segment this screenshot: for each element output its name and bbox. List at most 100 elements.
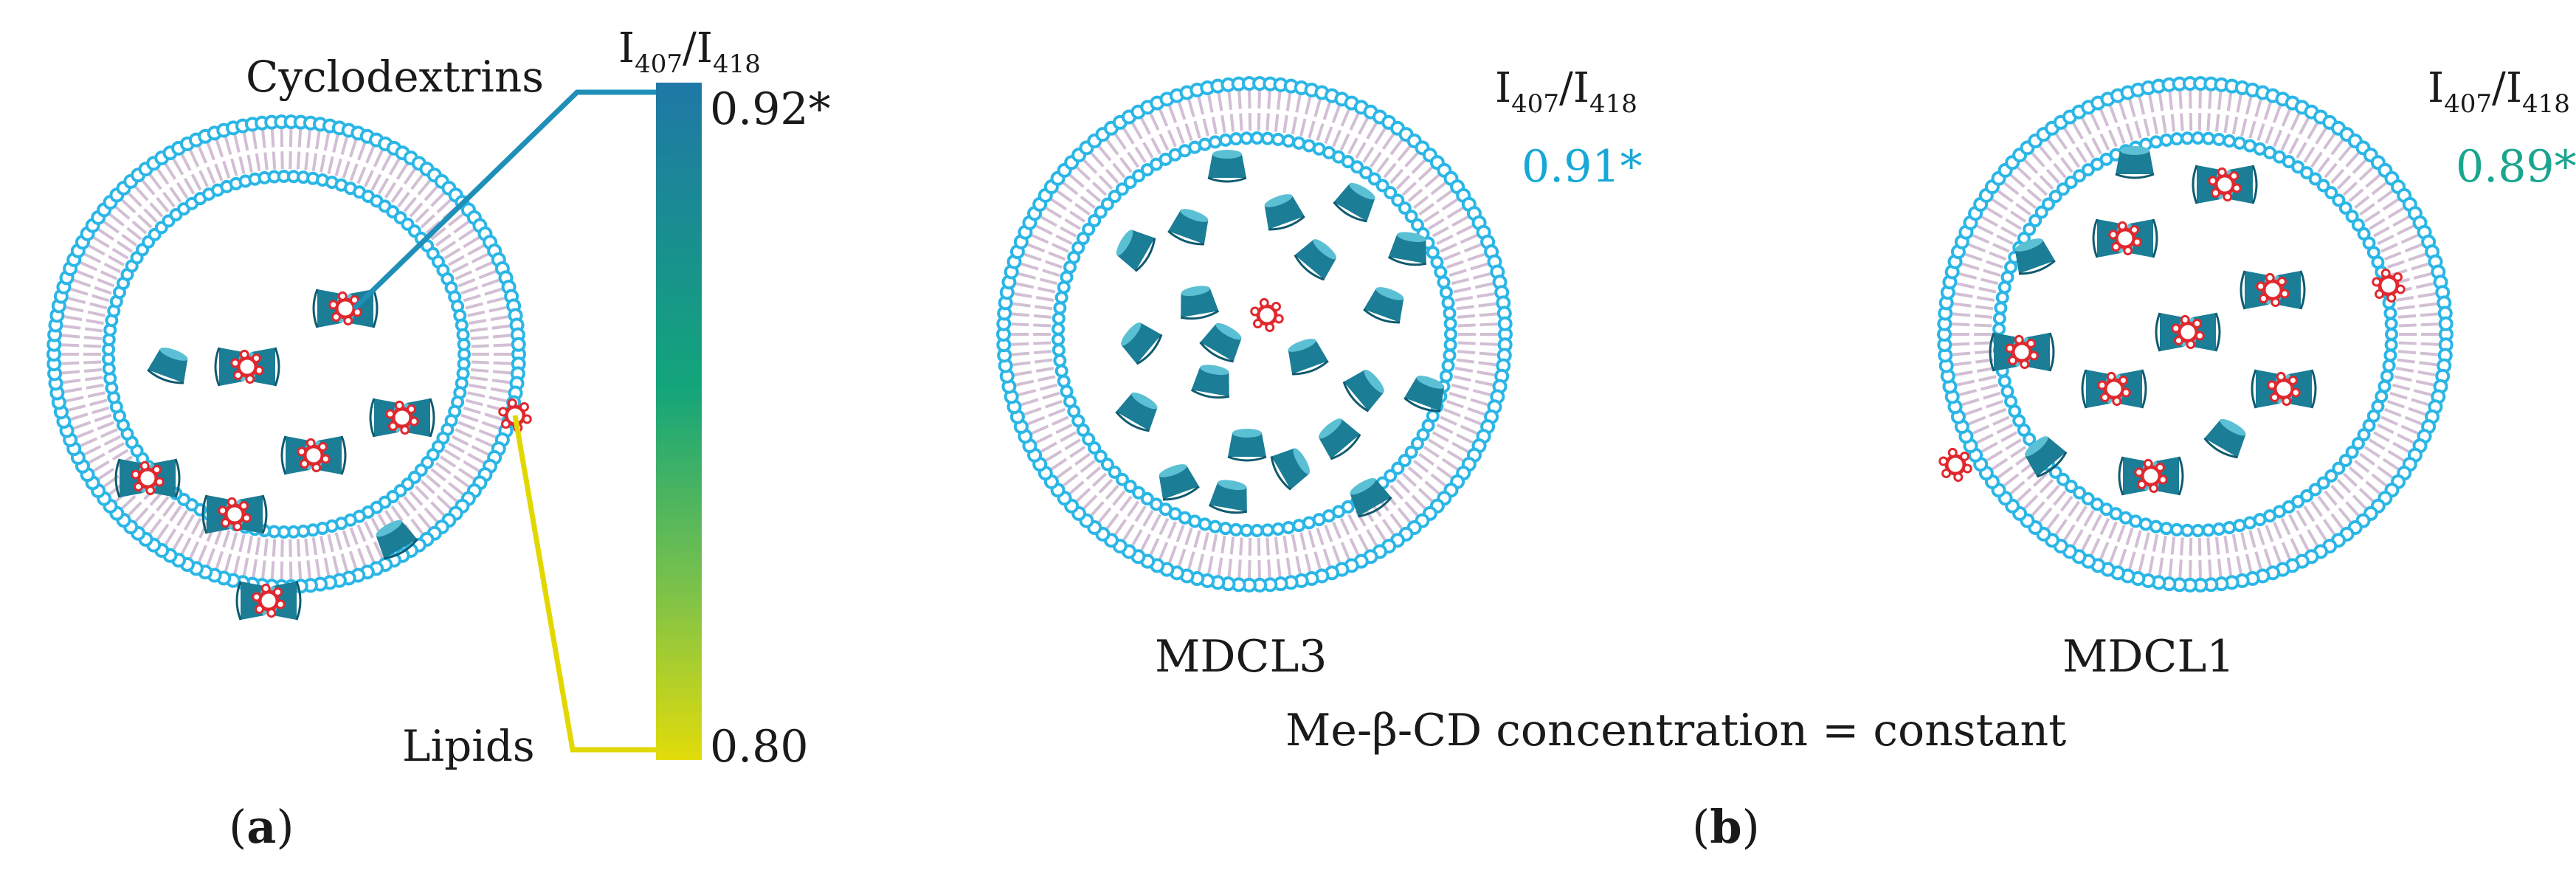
lipid-tail: [1432, 431, 1449, 443]
lipid-head: [2170, 522, 2184, 536]
lipid-tail: [320, 536, 326, 554]
lipid-tail: [1953, 361, 1972, 367]
lipid-tail: [2358, 488, 2374, 503]
lipid-tail: [1052, 415, 1069, 426]
lipid-tail: [108, 442, 125, 454]
lipid-tail: [2372, 431, 2390, 443]
lipid-tail: [1968, 415, 1986, 426]
lipid-tail: [430, 227, 446, 241]
value-mdcl3: 0.91*: [1522, 141, 1643, 193]
lipid-tail: [471, 344, 489, 348]
lipid-tail: [1436, 423, 1454, 435]
lipid-tail: [2397, 224, 2414, 235]
lipid-tail: [2273, 521, 2283, 539]
lipid-tail: [1981, 215, 1998, 227]
lipid-head: [2191, 523, 2205, 537]
pyrene-probe: [297, 438, 331, 473]
lipid-tail: [2039, 145, 2053, 162]
lipid-tail: [296, 151, 301, 170]
lipid-head: [1282, 134, 1296, 148]
lipid-tail: [1423, 446, 1440, 458]
lipid-tail: [183, 514, 196, 531]
lipid-head: [2073, 169, 2087, 183]
lipid-tail: [1451, 277, 1470, 286]
lipid-tail: [1069, 446, 1086, 458]
lipid-tail: [1037, 286, 1056, 294]
lipid-tail: [2125, 123, 2134, 142]
lipid-tail: [1340, 542, 1350, 559]
lipid-tail: [2010, 210, 2027, 223]
lipid-tail: [492, 370, 511, 375]
lipid-tail: [474, 261, 493, 272]
lipid-tail: [327, 156, 334, 175]
lipid-head: [2385, 328, 2398, 341]
lipid-tail: [2032, 182, 2048, 196]
ratio-scale-bar: [656, 83, 702, 760]
lipid-tail: [2189, 559, 2192, 578]
lipid-tail: [1446, 449, 1464, 462]
lipid-tail: [280, 561, 284, 579]
lipid-tail: [2398, 341, 2417, 345]
lipid-tail: [2315, 524, 2327, 541]
cyclodextrin: [1190, 365, 1230, 399]
lipid-tail: [443, 449, 461, 461]
lipid-tail: [424, 507, 438, 522]
lipid-head: [2383, 348, 2397, 362]
lipid-tail: [1389, 168, 1404, 184]
lipid-tail: [215, 139, 224, 158]
lipid-tail: [2348, 466, 2364, 480]
lipid-tail: [84, 376, 103, 382]
lipid-tail: [2214, 114, 2220, 132]
lipid-tail: [1090, 152, 1105, 168]
lipid-tail: [455, 428, 473, 438]
lipid-tail: [1299, 118, 1307, 137]
lipid-head: [1398, 201, 1412, 215]
lipid-tail: [2290, 538, 2301, 556]
lipid-tail: [2303, 505, 2316, 522]
lipid-tail: [2397, 358, 2415, 364]
lipid-tail: [1267, 91, 1271, 109]
lipid-tail: [2254, 551, 2262, 570]
lipid-tail: [100, 270, 118, 280]
lipid-tail: [1021, 398, 1039, 407]
lipid-tail: [377, 177, 390, 195]
lipid-tail: [478, 429, 497, 439]
lipid-tail: [1955, 291, 1973, 298]
cyclodextrin-probe-complex: [1989, 332, 2055, 372]
lipid-tail: [409, 491, 424, 506]
lipid-tail: [2009, 173, 2026, 188]
lipid-tail: [467, 310, 486, 317]
lipid-tail: [2363, 210, 2380, 223]
lipid-tail: [1331, 545, 1341, 564]
lipid-tail: [2392, 215, 2410, 227]
cyclodextrin: [2203, 418, 2246, 459]
lipid-tail: [73, 278, 91, 288]
lipid-tail: [1149, 538, 1160, 556]
lipid-tail: [2161, 114, 2167, 134]
lipid-tail: [66, 305, 84, 313]
lipid-head: [2384, 338, 2398, 352]
lipid-tail: [103, 435, 122, 446]
lipid-head: [2180, 131, 2195, 145]
lipid-tail: [1045, 449, 1063, 462]
lipid-tail: [447, 255, 465, 266]
lipid-tail: [2354, 459, 2370, 473]
lipid-tail: [2369, 438, 2386, 451]
lipid-tail: [2265, 126, 2274, 145]
lipid-head: [2201, 131, 2215, 145]
vesicle-mdcl1: [1937, 76, 2454, 593]
lipid-tail: [238, 156, 246, 175]
lipid-tail: [1418, 452, 1434, 466]
cyclodextrin: [1294, 239, 1337, 281]
lipid-tail: [2068, 500, 2081, 517]
lipid-tail: [1441, 198, 1458, 211]
lipid-tail: [2010, 446, 2027, 458]
lipid-tail: [156, 496, 170, 512]
lipid-tail: [1956, 379, 1975, 387]
lipid-tail: [1202, 118, 1209, 137]
lipid-tail: [1295, 94, 1302, 113]
lipid-tail: [2226, 557, 2233, 576]
lipid-tail: [2263, 548, 2272, 567]
lipid-tail: [453, 474, 469, 488]
lipid-head: [1398, 453, 1412, 467]
